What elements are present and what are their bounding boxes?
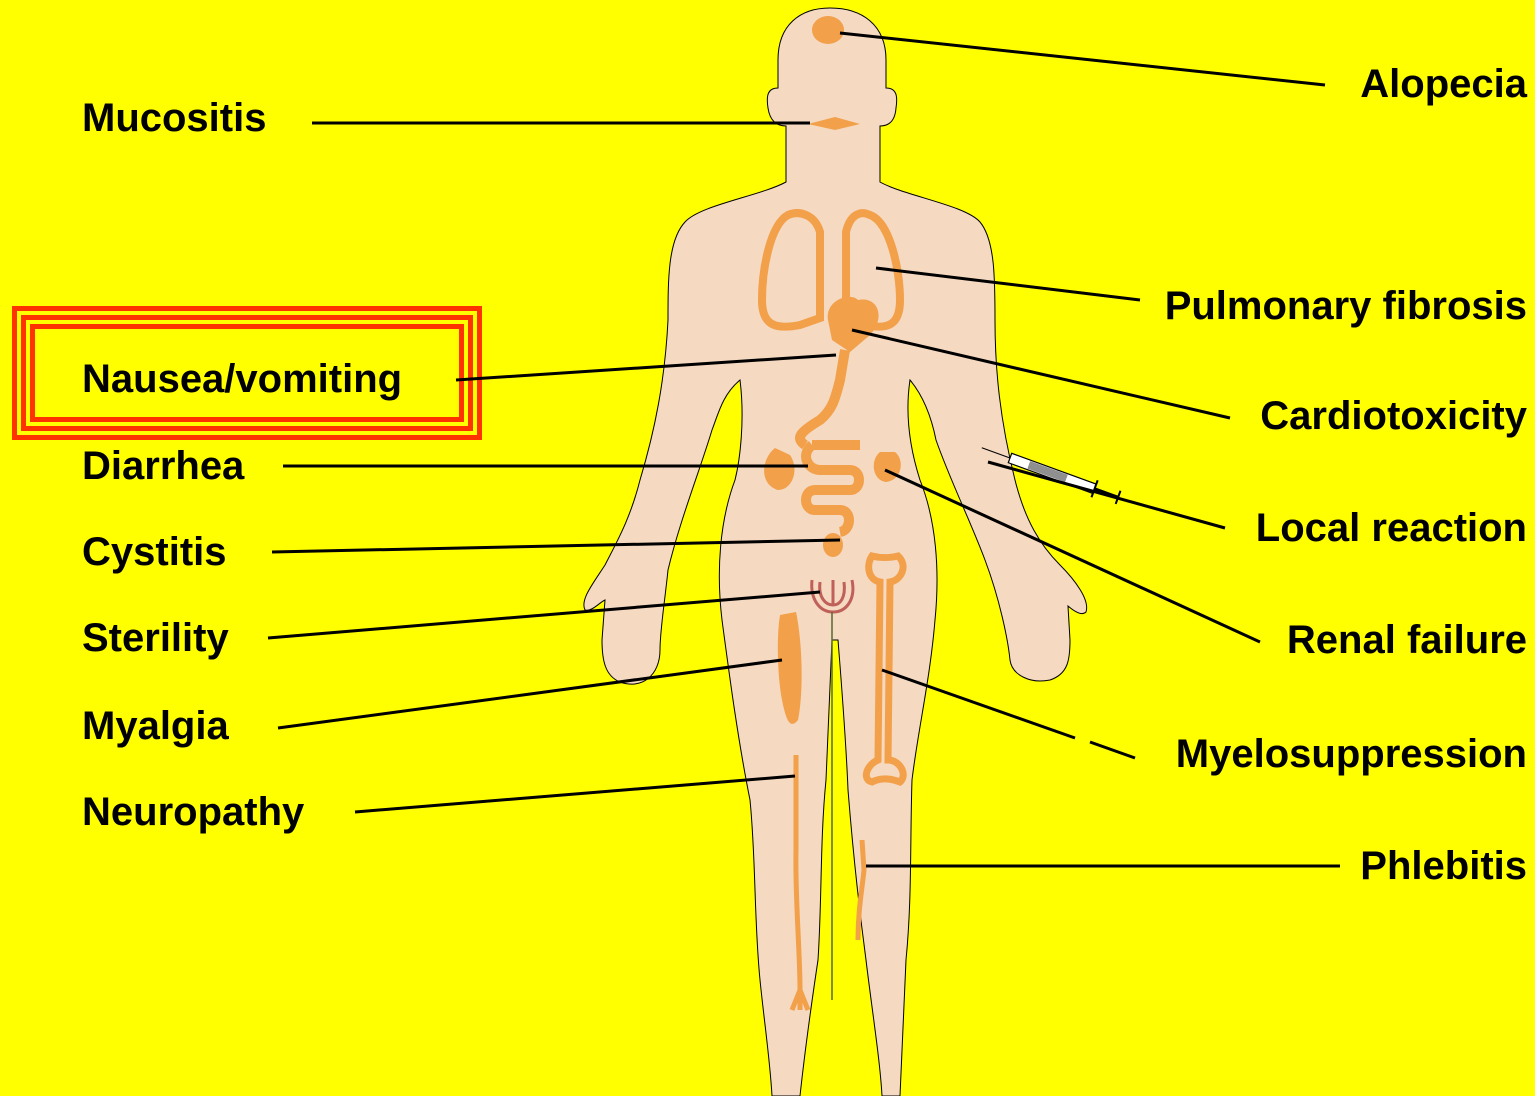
leader-renal xyxy=(885,470,1260,642)
leader-alopecia xyxy=(840,33,1325,85)
label-pulmonary-fibrosis: Pulmonary fibrosis xyxy=(1165,284,1527,328)
label-renal-failure: Renal failure xyxy=(1287,618,1527,662)
label-mucositis: Mucositis xyxy=(82,96,266,140)
scalp-spot xyxy=(812,16,844,44)
label-neuropathy: Neuropathy xyxy=(82,790,304,834)
human-body-icon xyxy=(584,8,1087,1096)
leader-neuropathy xyxy=(355,776,795,812)
leader-myalgia xyxy=(278,660,782,728)
label-sterility: Sterility xyxy=(82,616,229,660)
label-myalgia: Myalgia xyxy=(82,704,229,748)
label-local-reaction: Local reaction xyxy=(1256,506,1527,550)
label-cardiotoxicity: Cardiotoxicity xyxy=(1260,394,1527,438)
label-nausea-vomiting: Nausea/vomiting xyxy=(82,357,402,401)
label-alopecia: Alopecia xyxy=(1360,62,1527,106)
leader-myelo-b xyxy=(1090,742,1135,758)
label-diarrhea: Diarrhea xyxy=(82,444,244,488)
label-cystitis: Cystitis xyxy=(82,530,227,574)
label-phlebitis: Phlebitis xyxy=(1360,844,1527,888)
label-myelosuppression: Myelosuppression xyxy=(1176,732,1527,776)
bladder xyxy=(823,533,843,557)
